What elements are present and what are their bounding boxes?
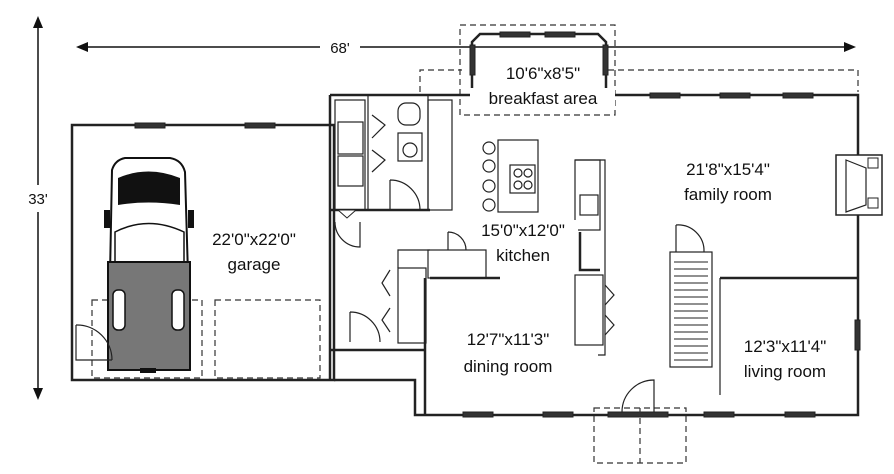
garage — [70, 122, 336, 382]
living-name-label: living room — [744, 362, 826, 381]
garage-name-label: garage — [228, 255, 281, 274]
breakfast-name-label: breakfast area — [489, 89, 598, 108]
family-size-label: 21'8"x15'4" — [686, 160, 770, 179]
dining-size-label: 12'7"x11'3" — [467, 330, 550, 349]
kitchen-fixtures — [397, 139, 615, 356]
truck-icon — [104, 157, 194, 373]
kitchen-size-label: 15'0"x12'0" — [481, 221, 565, 240]
staircase — [669, 224, 713, 368]
breakfast-bay — [469, 31, 609, 92]
living-size-label: 12'3"x11'4" — [744, 337, 827, 356]
height-dimension: 33' — [28, 16, 48, 400]
dining-name-label: dining room — [464, 357, 553, 376]
family-name-label: family room — [684, 185, 772, 204]
interior-walls — [330, 221, 858, 415]
garage-size-label: 22'0"x22'0" — [212, 230, 296, 249]
front-entry — [593, 379, 687, 464]
width-label: 68' — [330, 40, 350, 57]
room-labels: 10'6"x8'5" breakfast area 21'8"x15'4" fa… — [212, 62, 826, 381]
breakfast-size-label: 10'6"x8'5" — [506, 64, 580, 83]
utility-area — [330, 95, 453, 219]
house-outline — [328, 92, 861, 418]
width-dimension: 68' — [76, 40, 856, 57]
height-label: 33' — [28, 191, 48, 208]
fireplace — [835, 154, 883, 216]
roof-overhang-top — [419, 24, 859, 116]
kitchen-name-label: kitchen — [496, 246, 550, 265]
